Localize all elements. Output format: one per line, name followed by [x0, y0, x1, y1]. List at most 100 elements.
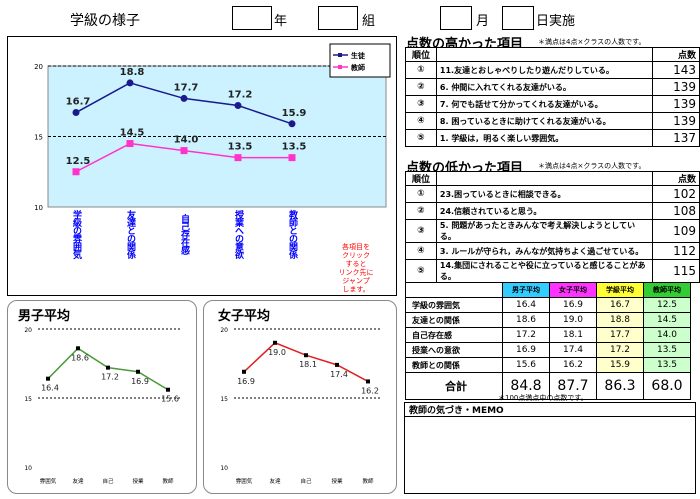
rank-cell: ⑤ — [405, 259, 437, 283]
column-header: 教師平均 — [643, 282, 691, 298]
data-label: 19.0 — [268, 348, 286, 357]
row-label: 学級の雰囲気 — [405, 297, 503, 313]
memo-box[interactable]: 教師の気づき・MEMO — [404, 402, 696, 494]
score-cell: 139 — [652, 95, 700, 113]
category-link-1[interactable]: 学級の雰囲気 — [71, 209, 82, 260]
data-label: 16.9 — [237, 377, 255, 386]
day-input[interactable] — [502, 6, 534, 30]
y-tick-label: 10 — [24, 465, 32, 472]
total-value: 68.0 — [643, 372, 691, 400]
data-point — [366, 379, 370, 384]
item-text-cell: 6. 仲間に入れてくれる友達がいる。 — [435, 78, 654, 96]
category-link-4[interactable]: 授業への意欲 — [233, 209, 245, 260]
rank-cell: ③ — [405, 95, 437, 113]
y-tick-label: 15 — [34, 134, 43, 142]
column-header: 男子平均 — [502, 282, 550, 298]
value-cell: 16.9 — [502, 342, 550, 358]
value-cell: 14.5 — [643, 312, 691, 328]
data-point — [166, 387, 170, 392]
x-tick-label: 授業 — [331, 477, 343, 485]
link-note-line: クリック — [342, 252, 370, 260]
value-cell: 16.2 — [549, 357, 597, 373]
item-text-cell: 8. 困っているときに助けてくれる友達がいる。 — [435, 112, 654, 130]
data-point — [335, 362, 339, 367]
score-header: 点数 — [652, 47, 700, 62]
data-point — [288, 154, 296, 162]
data-point — [180, 147, 188, 155]
y-tick-label: 10 — [220, 465, 228, 472]
data-label: 17.7 — [174, 82, 199, 93]
x-tick-label: 教師 — [362, 477, 374, 485]
score-cell: 137 — [652, 129, 700, 147]
data-label: 12.5 — [66, 156, 91, 167]
legend-label: 教師 — [350, 63, 365, 72]
class-input[interactable] — [318, 6, 358, 30]
value-cell: 14.0 — [643, 327, 691, 343]
total-value: 86.3 — [596, 372, 644, 400]
year-input[interactable] — [232, 6, 272, 30]
data-label: 15.9 — [282, 108, 307, 119]
score-cell: 139 — [652, 78, 700, 96]
x-tick-label: 自己 — [300, 477, 312, 485]
x-tick-label: 友達 — [72, 477, 84, 485]
score-cell: 115 — [652, 259, 700, 283]
item-text-cell: 14.集団にされることや役に立っていると感じることがある。 — [435, 259, 654, 283]
score-cell: 112 — [652, 242, 700, 260]
value-cell: 12.5 — [643, 297, 691, 313]
value-cell: 17.2 — [596, 342, 644, 358]
value-cell: 17.7 — [596, 327, 644, 343]
value-cell: 15.9 — [596, 357, 644, 373]
column-header: 学級平均 — [596, 282, 644, 298]
rank-cell: ④ — [405, 242, 437, 260]
legend-label: 生徒 — [351, 51, 366, 60]
score-cell: 143 — [652, 61, 700, 79]
month-input[interactable] — [440, 6, 472, 30]
page-title: 学級の様子 — [70, 13, 140, 29]
value-cell: 17.4 — [549, 342, 597, 358]
data-label: 18.6 — [71, 353, 89, 362]
data-point — [72, 109, 80, 117]
x-tick-label: 授業 — [132, 477, 144, 485]
data-point — [180, 94, 188, 102]
rank-cell: ① — [405, 61, 437, 79]
main-chart: 201510生徒教師16.718.817.717.215.912.514.514… — [34, 43, 391, 294]
x-tick-label: 教師 — [162, 477, 174, 485]
data-label: 14.5 — [120, 128, 145, 139]
link-note-line: リンク先に — [339, 268, 374, 277]
y-tick-label: 20 — [220, 327, 228, 334]
item-text-cell: 23.困っているときに相談できる。 — [435, 185, 654, 203]
category-link-2[interactable]: 友達との関係 — [125, 209, 136, 260]
data-label: 16.4 — [41, 384, 59, 393]
item-text-cell: 7. 何でも話せて分かってくれる友達がいる。 — [435, 95, 654, 113]
value-cell: 18.8 — [596, 312, 644, 328]
category-link-3[interactable]: 自己存在感 — [179, 213, 190, 256]
item-text-cell: 24.信頼されていると思う。 — [435, 202, 654, 220]
value-cell: 16.7 — [596, 297, 644, 313]
rank-header: 順位 — [405, 171, 437, 186]
rank-cell: ③ — [405, 219, 437, 243]
y-tick-label: 20 — [24, 327, 32, 334]
score-cell: 102 — [652, 185, 700, 203]
rank-cell: ④ — [405, 112, 437, 130]
x-tick-label: 雰囲気 — [236, 477, 253, 485]
category-link-5[interactable]: 教師との関係 — [287, 209, 299, 260]
data-label: 17.2 — [228, 89, 253, 100]
value-cell: 15.6 — [502, 357, 550, 373]
link-note-line: 各項目を — [342, 242, 370, 251]
value-cell: 16.9 — [549, 297, 597, 313]
low-items-note: ＊満点は4点×クラスの人数です。 — [538, 162, 646, 170]
item-text-cell: 5. 問題があったときみんなで考え解決しようとしている。 — [435, 219, 654, 243]
data-label: 13.5 — [228, 142, 253, 153]
link-note-line: すると — [346, 260, 367, 268]
data-point — [273, 340, 277, 345]
corner-cell — [405, 282, 503, 298]
